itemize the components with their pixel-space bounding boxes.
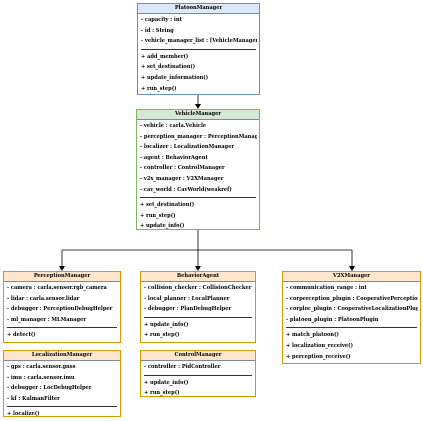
attribute-list: - controller : PidController bbox=[141, 361, 255, 374]
class-title: ControlManager bbox=[141, 351, 255, 362]
arrowhead-perception bbox=[59, 266, 65, 271]
attribute-item: - localizer : LocalizationManager bbox=[140, 144, 234, 151]
attribute-list: - capacity : int - id : String - vehicle_m… bbox=[138, 14, 259, 48]
section-divider bbox=[140, 197, 256, 199]
attribute-item: - debugger : PerceptionDebugHelper bbox=[7, 306, 113, 313]
class-title: PlatoonManager bbox=[138, 4, 259, 15]
class-localization-manager: LocalizationManager- gps : carla.sensor.… bbox=[3, 350, 121, 417]
attribute-item: - vehicle : carla.Vehicle bbox=[140, 123, 207, 130]
section-divider bbox=[144, 374, 252, 376]
method-item: + match_platoon() bbox=[286, 332, 339, 339]
arrowhead-behavior bbox=[195, 266, 201, 271]
attribute-list: - communication_range : int - corpercepti… bbox=[283, 282, 420, 326]
section-divider bbox=[144, 316, 252, 318]
section-divider bbox=[141, 48, 256, 50]
class-platoon-manager: PlatoonManager - capacity : int - id : Str… bbox=[137, 3, 260, 95]
method-list: + add_member() + set_destination() + updat… bbox=[138, 51, 259, 95]
arrowhead-v2x bbox=[349, 266, 355, 271]
method-list: + detect() bbox=[4, 329, 120, 342]
attribute-item: - v2x_manager : V2XManager bbox=[140, 176, 224, 183]
attribute-item: - camera : carla.sensor.rgb_camera bbox=[7, 285, 107, 292]
class-perception-manager: PerceptionManager- camera : carla.sensor… bbox=[3, 271, 121, 343]
method-item: + detect() bbox=[7, 332, 36, 339]
class-v2x-manager: V2XManager- communication_range : int- c… bbox=[282, 271, 421, 364]
attribute-item: - corploc_plugin : CooperativeLocalizati… bbox=[286, 306, 418, 313]
method-item: + update_info() bbox=[144, 379, 189, 386]
class-title: V2XManager bbox=[283, 272, 420, 283]
class-control-manager: ControlManager - controller : PidControll… bbox=[140, 350, 256, 397]
method-list: + set_destination() + run_step() + update_… bbox=[137, 199, 259, 233]
method-item: + run_step() bbox=[144, 390, 180, 397]
class-title: VehicleManager bbox=[137, 110, 259, 121]
attribute-item: - agent : BehaviorAgent bbox=[140, 154, 208, 161]
method-list: + match_platoon() + localization_receive(… bbox=[283, 329, 420, 363]
attribute-item: - debugger : LocDebugHelper bbox=[7, 385, 92, 392]
attribute-item: - ml_manager : MLManager bbox=[7, 316, 87, 323]
method-item: + set_destination() bbox=[141, 64, 196, 71]
method-item: + run_step() bbox=[141, 85, 177, 92]
attribute-item: - imu : carla.sensor.imu bbox=[7, 374, 75, 381]
attribute-item: - capacity : int bbox=[141, 17, 182, 24]
attribute-list: - vehicle : carla.Vehicle - perception_ma… bbox=[137, 120, 259, 196]
attribute-item: - corperception_plugin : CooperativePerc… bbox=[286, 295, 418, 302]
method-item: + localize() bbox=[7, 411, 40, 418]
class-title: BehaviorAgent bbox=[141, 272, 255, 283]
attribute-item: - perception_manager : PerceptionManager bbox=[140, 133, 257, 140]
section-divider bbox=[7, 406, 117, 408]
section-divider bbox=[286, 327, 417, 329]
class-behavior-agent: BehaviorAgent- collision_checker : Colli… bbox=[140, 271, 256, 343]
method-item: + perception_receive() bbox=[286, 353, 351, 360]
class-title: LocalizationManager bbox=[4, 351, 120, 362]
method-item: + add_member() bbox=[141, 53, 189, 60]
section-divider bbox=[7, 327, 117, 329]
attribute-item: - collision_checker : CollisionChecker bbox=[144, 285, 252, 292]
attribute-item: - platoon_plugin : PlatoonPlugin bbox=[286, 316, 379, 323]
method-list: + localize() bbox=[4, 408, 120, 421]
attribute-list: - gps : carla.sensor.gnss - imu : carla.s… bbox=[4, 361, 120, 405]
method-list: + update_info() + run_step() bbox=[141, 319, 255, 342]
attribute-item: - id : String bbox=[141, 27, 174, 34]
method-item: + localization_receive() bbox=[286, 343, 353, 350]
method-item: + update_info() bbox=[144, 321, 189, 328]
attribute-item: - controller : PidController bbox=[144, 364, 221, 371]
class-vehicle-manager: VehicleManager- vehicle : carla.Vehicle-… bbox=[136, 109, 260, 230]
arrowhead-vehicle bbox=[195, 104, 201, 109]
method-list: + update_info() + run_step() bbox=[141, 377, 255, 400]
method-item: + update_info() bbox=[140, 223, 185, 230]
attribute-item: - cav_world : CavWorld(weakref) bbox=[140, 186, 232, 193]
method-item: + update_information() bbox=[141, 75, 209, 82]
attribute-list: - camera : carla.sensor.rgb_camera - lida… bbox=[4, 282, 120, 326]
attribute-item: - gps : carla.sensor.gnss bbox=[7, 364, 76, 371]
attribute-item: - vehicle_manager_list : [VehicleManager… bbox=[141, 38, 257, 45]
method-item: + set_destination() bbox=[140, 202, 195, 209]
class-title: PerceptionManager bbox=[4, 272, 120, 283]
attribute-item: - kf : KalmanFilter bbox=[7, 395, 60, 402]
attribute-item: - lidar : carla.sensor.lidar bbox=[7, 295, 80, 302]
method-item: + run_step() bbox=[144, 332, 180, 339]
attribute-item: - controller : ControlManager bbox=[140, 165, 225, 172]
attribute-item: - debugger : PlanDebugHelper bbox=[144, 306, 232, 313]
attribute-list: - collision_checker : CollisionChecker - … bbox=[141, 282, 255, 316]
method-item: + run_step() bbox=[140, 212, 176, 219]
attribute-item: - communication_range : int bbox=[286, 285, 367, 292]
attribute-item: - local_planner : LocalPlanner bbox=[144, 295, 230, 302]
